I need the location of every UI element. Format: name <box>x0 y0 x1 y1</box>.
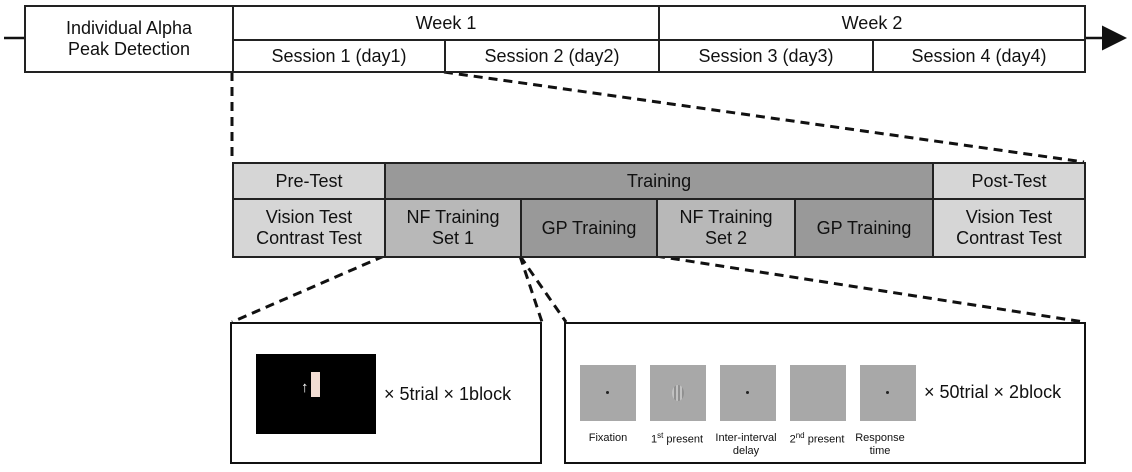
pre-test-header: Pre-Test <box>232 162 386 200</box>
pre-test-tasks: Vision Test Contrast Test <box>232 198 386 258</box>
session-1-cell: Session 1 (day1) <box>232 39 446 73</box>
nf-stimulus-screen: ↑ <box>256 354 376 434</box>
week-2-header: Week 2 <box>658 5 1086 41</box>
nf-repetition-label: × 5trial × 1block <box>384 384 512 404</box>
training-header: Training <box>384 162 934 200</box>
alpha-label-line2: Peak Detection <box>67 39 191 59</box>
label-second-present: 2nd present <box>789 431 845 446</box>
gp-training-2: GP Training <box>794 198 934 258</box>
gabor-patch-icon <box>672 385 684 401</box>
delay-frame <box>720 365 776 421</box>
fixation-frame <box>580 365 636 421</box>
label-first-present: 1st present <box>650 431 704 446</box>
response-frame <box>860 365 916 421</box>
nf-training-set-2: NF Training Set 2 <box>656 198 796 258</box>
label-fixation: Fixation <box>588 432 628 444</box>
session-3-cell: Session 3 (day3) <box>658 39 874 73</box>
gp-training-1: GP Training <box>520 198 658 258</box>
week-1-header: Week 1 <box>232 5 660 41</box>
session-2-cell: Session 2 (day2) <box>444 39 660 73</box>
first-stimulus-frame <box>650 365 706 421</box>
gp-repetition-label: × 50trial × 2block <box>924 382 1062 402</box>
up-arrow-icon: ↑ <box>301 379 309 396</box>
fixation-dot-icon <box>746 391 749 394</box>
alpha-label-line1: Individual Alpha <box>65 18 193 38</box>
fixation-dot-icon <box>886 391 889 394</box>
session-4-cell: Session 4 (day4) <box>872 39 1086 73</box>
label-response-time: Response time <box>855 432 905 457</box>
nf-trial-panel: ↑ × 5trial × 1block <box>230 322 542 464</box>
post-test-tasks: Vision Test Contrast Test <box>932 198 1086 258</box>
alpha-peak-detection-box: Individual Alpha Peak Detection <box>24 5 234 73</box>
label-inter-interval-delay: Inter-interval delay <box>715 432 777 457</box>
second-stimulus-frame <box>790 365 846 421</box>
nf-training-set-1: NF Training Set 1 <box>384 198 522 258</box>
post-test-header: Post-Test <box>932 162 1086 200</box>
fixation-dot-icon <box>606 391 609 394</box>
feedback-bar <box>311 372 320 397</box>
